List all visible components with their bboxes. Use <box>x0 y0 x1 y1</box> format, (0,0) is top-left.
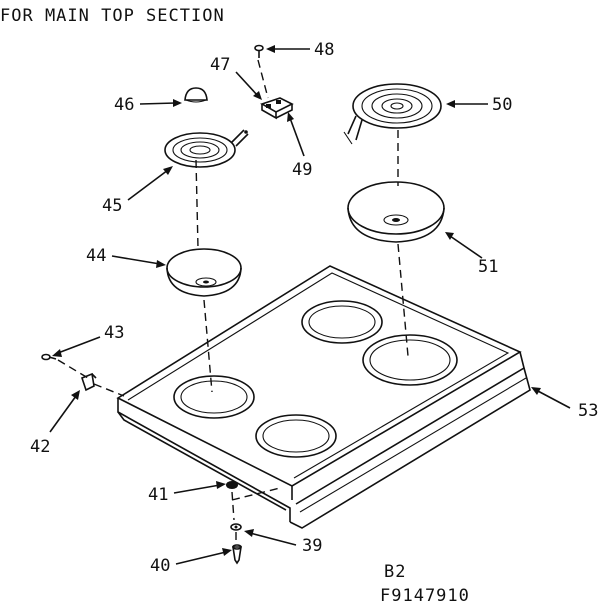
part-label-48: 48 <box>314 40 334 60</box>
part-label-49: 49 <box>292 160 312 180</box>
diagram-title: FOR MAIN TOP SECTION <box>0 6 225 26</box>
burner-opening-rear-right <box>362 334 458 386</box>
part-label-44: 44 <box>86 246 106 266</box>
part-label-50: 50 <box>492 95 512 115</box>
burner-cap <box>184 87 208 103</box>
part-label-47: 47 <box>210 55 230 75</box>
drip-pan-large <box>347 181 445 243</box>
drip-pan-small <box>166 248 242 297</box>
nut <box>230 523 242 531</box>
part-label-51: 51 <box>478 257 498 277</box>
part-label-41: 41 <box>148 485 168 505</box>
part-label-42: 42 <box>30 437 50 457</box>
hinge-bracket <box>81 372 97 392</box>
surface-unit-small <box>164 129 249 168</box>
part-label-45: 45 <box>102 196 122 216</box>
part-labels: 40 39 41 42 43 44 45 46 47 48 49 50 51 5… <box>30 40 598 576</box>
terminal-block <box>260 97 294 120</box>
burner-opening-rear-left <box>301 300 383 344</box>
part-label-39: 39 <box>302 536 322 556</box>
drawing-number: F9147910 <box>380 586 470 606</box>
leader-arrows <box>49 45 571 565</box>
burner-opening-front-left <box>173 375 255 419</box>
screw <box>254 44 264 58</box>
hinge-pin <box>41 353 57 361</box>
main-top-panel <box>116 265 531 529</box>
part-label-46: 46 <box>114 95 134 115</box>
part-label-40: 40 <box>150 556 170 576</box>
burner-opening-front-right <box>255 414 337 458</box>
surface-unit-large <box>343 83 442 145</box>
part-label-53: 53 <box>578 401 598 421</box>
assembly-lines <box>57 59 409 542</box>
part-label-43: 43 <box>104 323 124 343</box>
leveling-leg <box>232 544 242 565</box>
foot-pad <box>226 481 238 489</box>
section-code: B2 <box>384 562 406 582</box>
